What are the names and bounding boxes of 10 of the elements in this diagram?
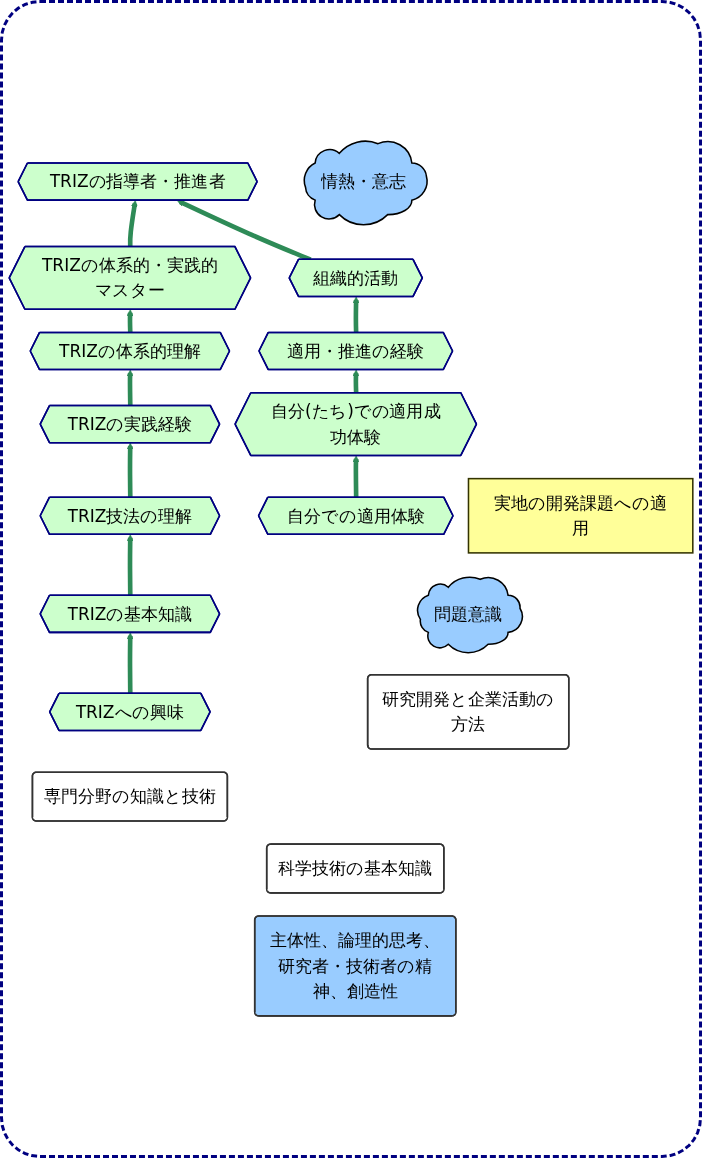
arrow xyxy=(126,309,134,334)
arrow xyxy=(126,443,134,499)
node-box: 実地の開発課題への適用 xyxy=(467,478,694,555)
arrow xyxy=(127,200,138,248)
arrow xyxy=(352,370,360,394)
arrow xyxy=(352,297,360,334)
arrow xyxy=(126,370,134,407)
arrow xyxy=(352,455,360,499)
arrow xyxy=(126,534,134,597)
arrow xyxy=(126,632,134,695)
